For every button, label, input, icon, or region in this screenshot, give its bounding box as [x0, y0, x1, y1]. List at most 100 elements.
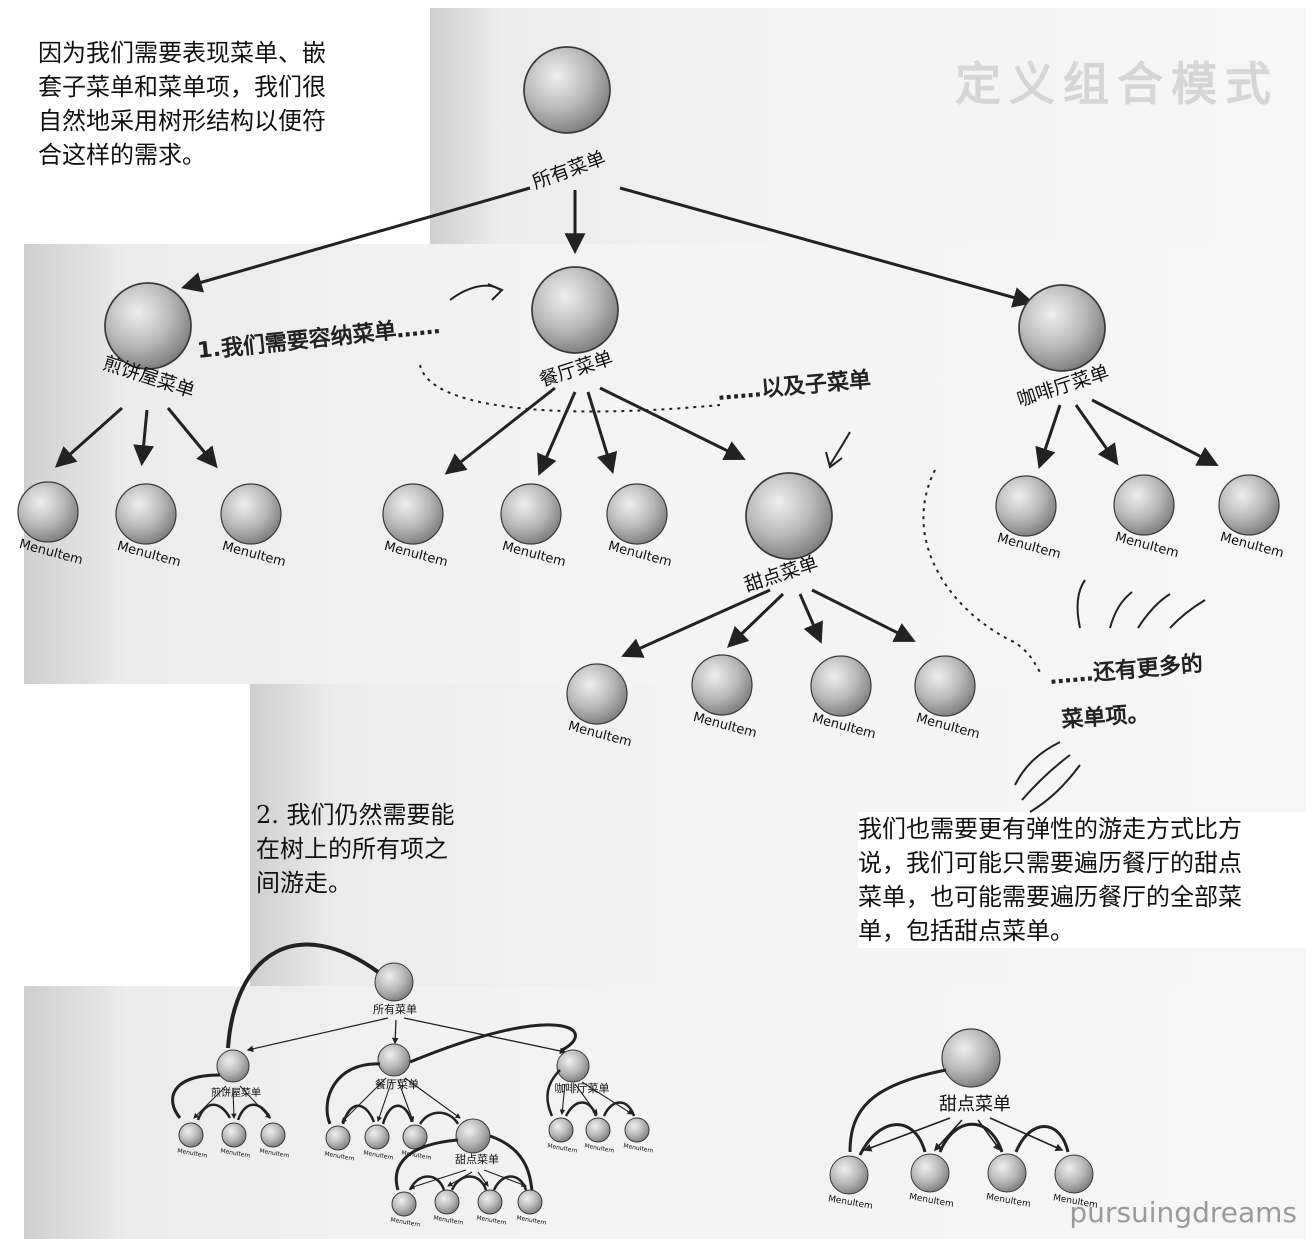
traverse-arc — [602, 1101, 636, 1117]
mini-menuitem-label: MenuItem — [623, 1142, 654, 1154]
flexible-line: 我们也需要更有弹性的游走方式比方 — [858, 815, 1242, 843]
mini-menu-node — [216, 1049, 250, 1083]
mini-menuitem-label: MenuItem — [259, 1147, 290, 1159]
traverse-arc — [450, 1175, 488, 1191]
mini-menuitem-label: MenuItem — [827, 1194, 873, 1212]
traverse-arc — [858, 1123, 927, 1156]
edge-arrow — [726, 592, 785, 648]
mini-edge — [341, 1077, 387, 1123]
mini-edge — [193, 1085, 227, 1119]
menuitem-node — [995, 475, 1057, 537]
menuitem-node — [1113, 474, 1175, 536]
menuitem-node — [115, 483, 177, 545]
mini-menuitem-node — [325, 1125, 351, 1151]
traverse-arc — [236, 1103, 272, 1121]
traverse-arc — [381, 1104, 414, 1125]
edge-arrow — [1091, 398, 1219, 466]
mini-edge — [376, 1079, 393, 1123]
hand-arrow — [829, 431, 851, 466]
flexible-line: 菜单，也可能需要遍历餐厅的全部菜 — [858, 883, 1242, 911]
edge-arrow — [54, 406, 123, 468]
mini-dessert-root-label: 甜点菜单 — [939, 1094, 1011, 1115]
menuitem-node — [220, 483, 282, 545]
hand-arrow — [1076, 579, 1086, 629]
hand-arrow — [1169, 599, 1206, 629]
intro-line: 合这样的需求。 — [38, 141, 206, 169]
step1-number: 1. — [196, 337, 222, 364]
traverse-line: 在树上的所有项之 — [256, 835, 448, 863]
menu-node — [531, 266, 619, 354]
mini-menuitem-node — [434, 1189, 460, 1215]
hand-arrow — [1014, 741, 1061, 786]
menu-node — [104, 282, 192, 370]
mini-menuitem-node — [1054, 1154, 1094, 1194]
mini-dessert-node — [455, 1118, 491, 1154]
mini-menu-label: 咖啡厅菜单 — [555, 1081, 610, 1095]
mini-edge — [477, 1171, 489, 1187]
mini-menu-node — [377, 1043, 411, 1077]
faded-page-title: 定义组合模式 — [955, 57, 1279, 111]
mini-menuitem-node — [178, 1122, 204, 1148]
hand-arrow — [1021, 754, 1071, 801]
mini-menu-label: 煎饼屋菜单 — [211, 1086, 261, 1099]
mini-menuitem-label: MenuItem — [476, 1214, 507, 1226]
mini-menuitem-node — [260, 1122, 286, 1148]
traverse-arc — [418, 1111, 460, 1125]
edge-arrow — [798, 593, 823, 644]
step1-annotation: 我们需要容纳菜单…… — [220, 313, 442, 362]
dessert-node — [745, 472, 833, 560]
watermark: pursuingdreams — [1069, 1196, 1297, 1229]
traverse-note: 2. 我们仍然需要能 在树上的所有项之 间游走。 — [256, 798, 516, 900]
intro-line: 套子菜单和菜单项，我们很 — [38, 73, 326, 101]
traverse-arc — [938, 1122, 1004, 1153]
hand-arrow — [825, 451, 843, 469]
mini-root-label: 所有菜单 — [373, 1002, 417, 1016]
mini-edge — [391, 1019, 399, 1045]
menuitem-node — [914, 655, 976, 717]
hand-arrow — [487, 283, 504, 301]
traverse-arc — [489, 1134, 534, 1191]
more-items-annotation: ……还有更多的 — [1048, 651, 1204, 690]
edge-arrow — [537, 391, 577, 476]
mini-edge — [863, 1117, 951, 1152]
bg-page-bottom — [24, 986, 1306, 1239]
more-items-annotation: 菜单项。 — [1060, 702, 1151, 733]
hand-arrow — [1029, 764, 1081, 813]
hand-arrow — [1109, 591, 1133, 629]
intro-note: 因为我们需要表现菜单、嵌 套子菜单和菜单项，我们很 自然地采用树形结构以便符 合… — [38, 36, 398, 172]
edge-arrow — [166, 407, 218, 469]
mini-menuitem-label: MenuItem — [547, 1142, 578, 1154]
mini-menuitem-node — [910, 1153, 950, 1193]
mini-menuitem-node — [517, 1189, 543, 1215]
mini-edge — [581, 1081, 633, 1115]
mini-menuitem-label: MenuItem — [985, 1192, 1031, 1210]
root-label: 所有菜单 — [529, 147, 608, 194]
menuitem-node — [606, 483, 668, 545]
menuitem-node — [691, 654, 753, 716]
mini-menuitem-node — [585, 1117, 611, 1143]
submenus-annotation: ……以及子菜单 — [716, 368, 872, 406]
menuitem-node — [1218, 474, 1280, 536]
flexible-note: 我们也需要更有弹性的游走方式比方 说，我们可能只需要遍历餐厅的甜点 菜单，也可能… — [858, 812, 1308, 948]
edge-arrow — [180, 186, 531, 293]
mini-menuitem-label: MenuItem — [177, 1147, 208, 1159]
mini-menuitem-label: MenuItem — [584, 1142, 615, 1154]
mini-menuitem-node — [391, 1191, 417, 1217]
intro-line: 因为我们需要表现菜单、嵌 — [38, 39, 326, 67]
mini-menuitem-node — [364, 1124, 390, 1150]
mini-edge — [231, 1087, 237, 1120]
menuitem-node — [382, 483, 444, 545]
traverse-arc — [492, 1175, 528, 1191]
mini-dessert-label: 甜点菜单 — [455, 1153, 499, 1166]
mini-menuitem-label: MenuItem — [908, 1192, 954, 1210]
mini-edge — [246, 1017, 389, 1053]
traverse-arc — [564, 1101, 598, 1117]
menuitem-node — [810, 655, 872, 717]
traverse-arc — [341, 1104, 376, 1125]
hand-arrow — [449, 284, 501, 301]
menu-node — [1018, 284, 1106, 372]
mini-menu-node — [556, 1049, 590, 1083]
